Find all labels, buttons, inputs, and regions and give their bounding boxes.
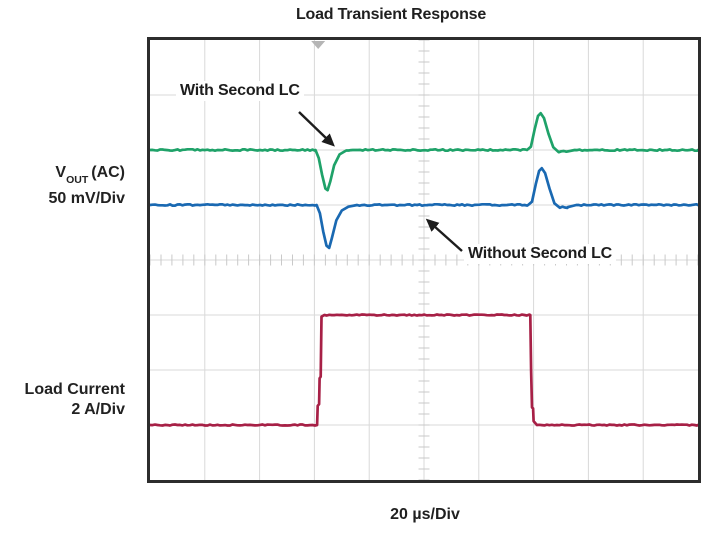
- vout-scale-label: 50 mV/Div: [48, 189, 125, 207]
- annotation-without-second-lc: Without Second LC: [464, 244, 616, 264]
- chart-title: Load Transient Response: [295, 6, 487, 23]
- vout-subscript: OUT: [66, 174, 89, 187]
- vout-axis-label-line1: VOUT(AC): [49, 163, 125, 189]
- load-current-scale-label: 2 A/Div: [71, 400, 125, 418]
- trace-load-current: [150, 313, 698, 427]
- scope-svg: [150, 40, 698, 480]
- oscilloscope-screen: [147, 37, 701, 483]
- trace-without-second-lc: [150, 166, 698, 250]
- annotation-with-second-lc: With Second LC: [176, 81, 304, 101]
- vout-axis-label: VOUT(AC) 50 mV/Div: [49, 163, 125, 208]
- trigger-marker-icon: [311, 41, 326, 49]
- load-current-axis-label: Load Current 2 A/Div: [25, 380, 125, 419]
- vout-suffix: (AC): [91, 164, 125, 181]
- load-current-name-label: Load Current: [24, 381, 125, 398]
- vout-prefix: V: [55, 164, 67, 181]
- time-base-label: 20 µs/Div: [390, 506, 460, 523]
- trace-with-second-lc: [150, 111, 698, 192]
